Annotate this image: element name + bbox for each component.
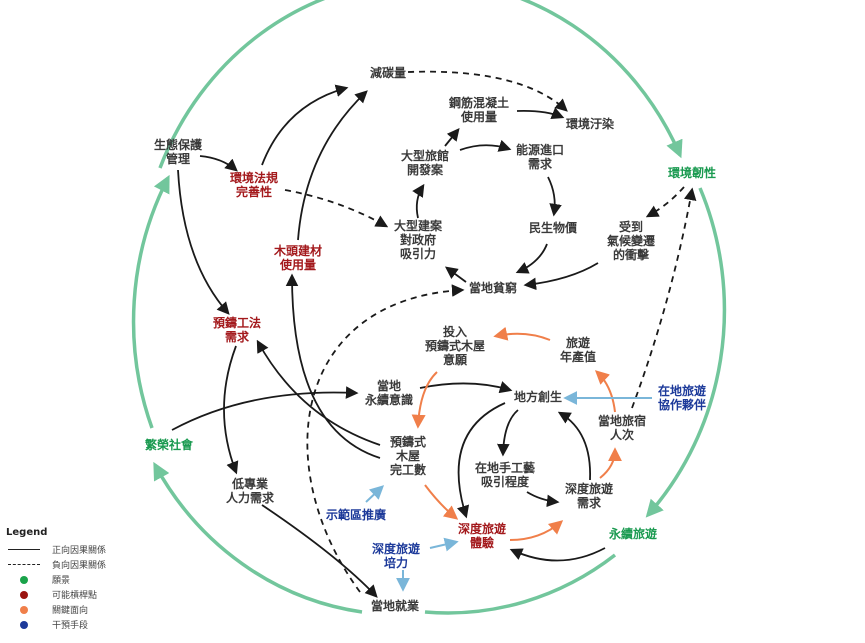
arc-sustainable-to-employment	[424, 553, 617, 615]
edge-demand-to-lodging	[599, 447, 622, 479]
legend-title: Legend	[6, 527, 48, 538]
edge-climate-to-poverty	[523, 262, 599, 291]
edge-poverty-to-project	[444, 266, 467, 283]
node-sustainable-tourism: 永續旅遊	[608, 527, 658, 541]
edge-lowskill-to-employment	[261, 504, 378, 598]
arc-employment-to-prosperous	[153, 461, 363, 614]
edge-value-to-willing	[493, 326, 551, 341]
legend-label: 願景	[52, 576, 71, 586]
edge-training-to-experience	[429, 537, 459, 552]
edge-craft-to-demand	[526, 491, 560, 508]
legend-item-key-aspect: 關鍵面向	[6, 602, 106, 617]
edge-energy-to-price	[547, 176, 562, 217]
edge-prosperous-to-awareness	[171, 386, 359, 431]
node-climate-impact: 受到 氣候變遷 的衝擊	[606, 220, 656, 262]
edge-sustainable-to-experience	[509, 547, 606, 562]
edge-demo-to-completed	[365, 485, 385, 503]
edge-willing-to-completed	[411, 371, 438, 429]
legend-item-positive: 正向因果關係	[6, 542, 106, 557]
node-living-price: 民生物價	[528, 221, 578, 235]
legend: Legend 正向因果關係 負向因果關係 願景 可能槓桿點 關鍵面向 干預手段	[6, 527, 106, 632]
edge-employment-to-poverty-neg	[306, 284, 465, 593]
node-prefab-demand: 預鑄工法 需求	[212, 316, 262, 344]
node-local-poverty: 當地貧窮	[468, 281, 518, 295]
legend-item-leverage: 可能槓桿點	[6, 587, 106, 602]
edge-completed-to-experience	[424, 484, 459, 520]
edge-demand-to-revital	[557, 411, 591, 481]
legend-item-intervention: 干預手段	[6, 617, 106, 632]
node-deep-tour-experience: 深度旅遊 體驗	[457, 522, 507, 550]
edge-resilience-to-climate-neg	[645, 186, 685, 218]
orange-dot-icon	[20, 605, 28, 614]
node-eco-protection: 生態保護 管理	[153, 138, 203, 166]
edge-carbon-to-pollution-neg	[407, 70, 568, 112]
legend-label: 關鍵面向	[52, 606, 89, 616]
edge-completed-to-prefab	[256, 339, 381, 446]
node-craft-attraction: 在地手工藝 吸引程度	[474, 461, 536, 489]
red-dot-icon	[20, 590, 28, 599]
edge-project-to-hotel	[412, 183, 425, 219]
node-demo-promotion: 示範區推廣	[325, 508, 387, 522]
legend-item-vision: 願景	[6, 572, 106, 587]
legend-item-negative: 負向因果關係	[6, 557, 106, 572]
node-regional-revital: 地方創生	[513, 390, 563, 404]
vision-ring	[131, 0, 727, 615]
solid-line-icon	[8, 549, 40, 550]
node-env-law: 環境法規 完善性	[229, 171, 279, 199]
node-lodging-count: 當地旅宿 人次	[597, 414, 647, 442]
node-prefab-willing: 投入 預鑄式木屋 意願	[424, 325, 486, 367]
node-wood-usage: 木頭建材 使用量	[273, 244, 323, 272]
node-local-awareness: 當地 永續意識	[364, 379, 414, 407]
edge-price-to-poverty	[515, 243, 548, 274]
node-prosperous-society: 繁榮社會	[144, 438, 194, 452]
node-local-employment: 當地就業	[370, 599, 420, 613]
edge-awareness-to-revital	[419, 381, 513, 394]
edge-rc-to-pollution	[516, 107, 565, 119]
node-deep-tour-demand: 深度旅遊 需求	[564, 482, 614, 510]
node-low-skill-demand: 低專業 人力需求	[225, 477, 275, 505]
edge-wood-to-carbon	[297, 90, 368, 241]
edge-hotel-to-rc	[444, 128, 460, 147]
arc-eco-to-resilience	[158, 0, 683, 169]
arc-resilience-to-sustainable	[645, 187, 727, 518]
node-rc-usage: 鋼筋混凝土 使用量	[448, 96, 510, 124]
edge-revital-to-craft	[497, 409, 519, 457]
blue-dot-icon	[20, 620, 28, 629]
edge-lodging-to-value	[594, 370, 616, 413]
legend-label: 負向因果關係	[52, 561, 107, 571]
legend-label: 干預手段	[52, 621, 89, 631]
legend-label: 正向因果關係	[52, 546, 107, 556]
legend-label: 可能槓桿點	[52, 591, 98, 601]
edge-completed-to-wood	[285, 273, 381, 459]
edge-lodging-to-resilience-neg	[631, 187, 697, 409]
edge-law-to-carbon	[261, 84, 349, 166]
node-large-project: 大型建案 對政府 吸引力	[393, 219, 443, 261]
dashed-line-icon	[8, 564, 40, 565]
node-energy-import: 能源進口 需求	[515, 143, 565, 171]
node-pollution: 環境汙染	[565, 117, 615, 131]
edge-law-to-project-neg	[284, 189, 389, 228]
edge-prefab-to-lowskill	[223, 345, 239, 475]
green-dot-icon	[20, 575, 28, 584]
node-tour-partners: 在地旅遊 協作夥伴	[657, 384, 707, 412]
node-tourism-value: 旅遊 年產值	[559, 336, 597, 364]
node-carbon-reduction: 減碳量	[369, 66, 407, 80]
node-prefab-completed: 預鑄式 木屋 完工數	[389, 435, 427, 477]
edge-eco-to-prefab	[177, 169, 230, 315]
arc-prosperous-to-eco	[131, 174, 170, 429]
node-hotel-dev: 大型旅館 開發案	[400, 149, 450, 177]
edge-eco-to-law	[199, 155, 238, 172]
node-deep-tour-training: 深度旅遊 培力	[371, 542, 421, 570]
node-env-resilience: 環境韌性	[667, 166, 717, 180]
edge-revital-to-experience	[457, 402, 506, 519]
edge-experience-to-demand	[509, 520, 564, 541]
edge-hotel-to-energy	[459, 139, 512, 152]
